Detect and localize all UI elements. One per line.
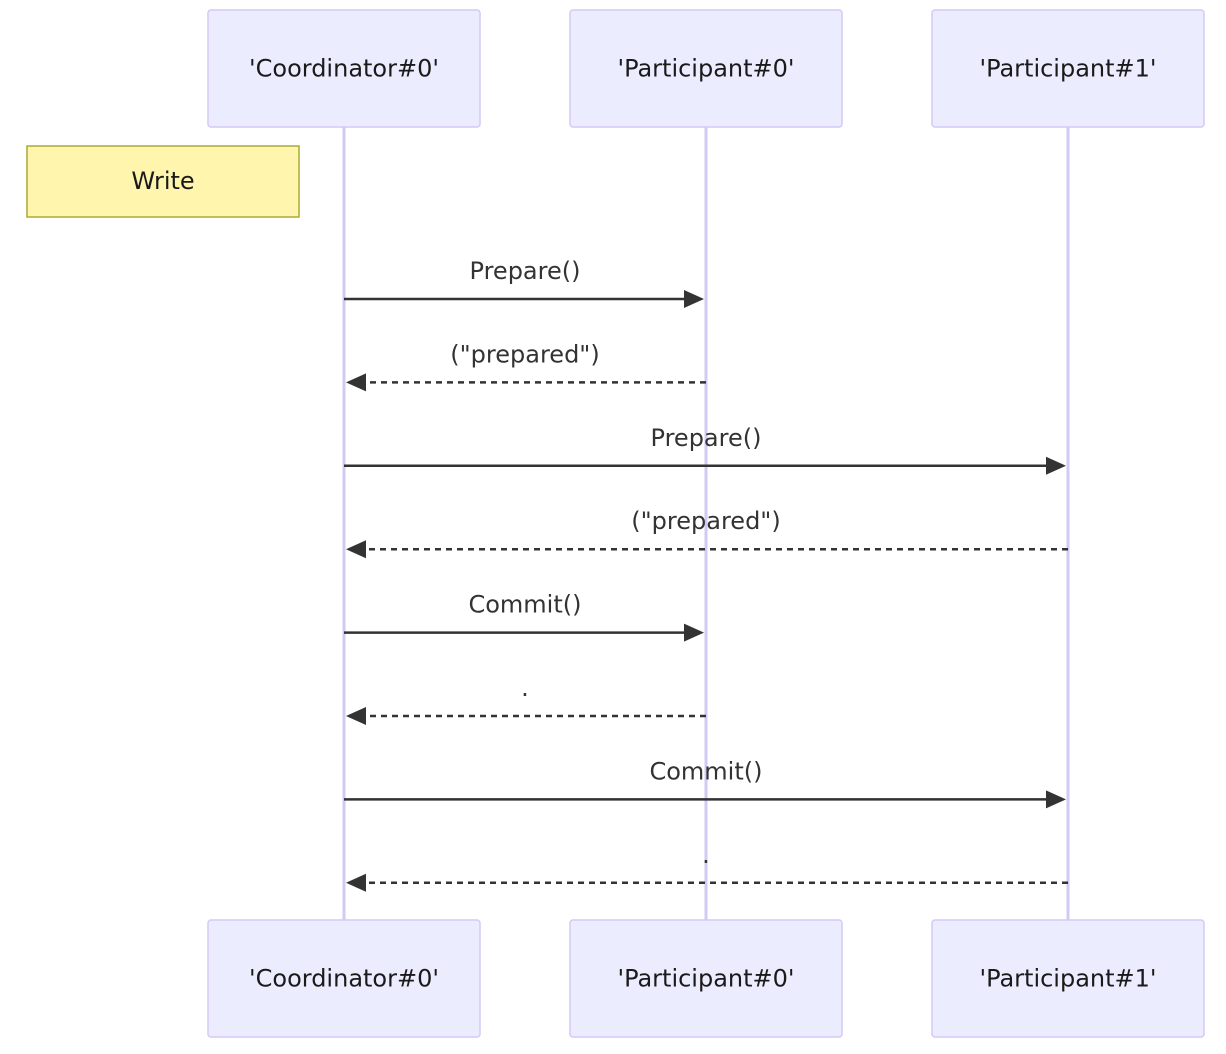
arrowhead	[1046, 456, 1066, 475]
actor-box	[931, 919, 1205, 1038]
message-label: .	[702, 841, 710, 869]
actor-box	[931, 9, 1205, 128]
actor-top-participant1: 'Participant#1'	[931, 9, 1205, 128]
lifelines	[342, 127, 1070, 920]
actor-label: 'Participant#0'	[617, 965, 794, 993]
message-7: Commit()	[344, 757, 1066, 809]
arrowhead	[346, 707, 366, 725]
actor-box	[207, 9, 481, 128]
actor-label: 'Coordinator#0'	[249, 965, 439, 993]
message-6: .	[346, 674, 706, 725]
message-label: ("prepared")	[631, 507, 780, 535]
actors-bottom: 'Coordinator#0' 'Participant#0' 'Participa…	[207, 919, 1205, 1038]
message-label: Commit()	[468, 591, 581, 619]
arrowhead	[1046, 790, 1066, 809]
arrowhead	[346, 540, 366, 559]
message-label: Commit()	[649, 757, 762, 785]
message-5: Commit()	[344, 591, 704, 642]
actor-label: 'Coordinator#0'	[249, 55, 439, 83]
actor-label: 'Participant#1'	[979, 55, 1156, 83]
message-3: Prepare()	[344, 424, 1066, 475]
arrowhead	[346, 373, 366, 392]
actor-box	[569, 919, 843, 1038]
actor-bottom-coordinator0: 'Coordinator#0'	[207, 919, 481, 1038]
message-4: ("prepared")	[346, 507, 1068, 559]
message-label: Prepare()	[470, 257, 581, 285]
message-1: Prepare()	[344, 257, 704, 308]
message-label: Prepare()	[651, 424, 762, 452]
actor-top-coordinator0: 'Coordinator#0'	[207, 9, 481, 128]
arrowhead	[346, 873, 366, 892]
message-8: .	[346, 841, 1068, 892]
arrowhead	[684, 623, 704, 642]
actor-bottom-participant0: 'Participant#0'	[569, 919, 843, 1038]
note: Write	[26, 145, 300, 218]
actor-label: 'Participant#1'	[979, 965, 1156, 993]
actor-top-participant0: 'Participant#0'	[569, 9, 843, 128]
message-label: .	[521, 674, 529, 702]
note-box	[26, 145, 300, 218]
actor-label: 'Participant#0'	[617, 55, 794, 83]
note-label: Write	[131, 167, 194, 195]
message-label: ("prepared")	[450, 340, 599, 368]
arrowhead	[684, 290, 704, 308]
actor-box	[207, 919, 481, 1038]
messages: Prepare() ("prepared") Prepare() ("prepared…	[344, 257, 1068, 892]
actor-box	[569, 9, 843, 128]
message-2: ("prepared")	[346, 340, 706, 392]
actors-top: 'Coordinator#0' 'Participant#0' 'Participa…	[207, 9, 1205, 128]
actor-bottom-participant1: 'Participant#1'	[931, 919, 1205, 1038]
